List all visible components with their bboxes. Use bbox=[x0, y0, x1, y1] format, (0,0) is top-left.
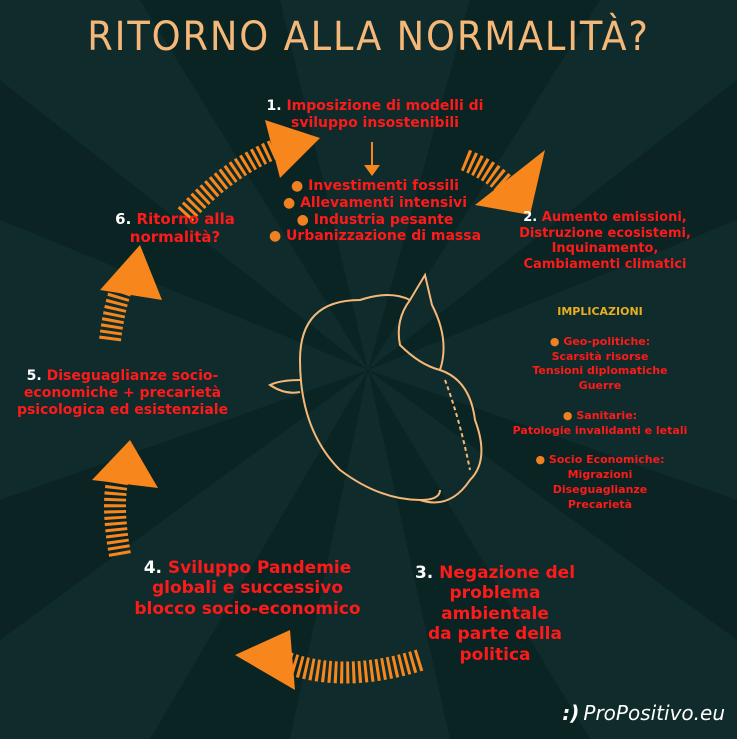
arrow-6-to-1 bbox=[177, 120, 320, 222]
step-1-bullets: ● Investimenti fossili ● Allevamenti int… bbox=[260, 178, 490, 245]
step-4: 4. Sviluppo Pandemie globali e successiv… bbox=[134, 558, 361, 619]
brand-logo: :)ProPositivo.eu bbox=[562, 701, 725, 725]
implications: IMPLICAZIONI ● Geo-politiche: Scarsità r… bbox=[500, 305, 700, 513]
step-1: 1. Imposizione di modelli di sviluppo in… bbox=[266, 98, 484, 131]
step-2: 2. Aumento emissioni, Distruzione ecosis… bbox=[519, 210, 691, 272]
arrow-3-to-4 bbox=[235, 630, 424, 690]
step-5: 5. Diseguaglianze socio- economiche + pr… bbox=[16, 368, 229, 418]
page-title: RITORNO ALLA NORMALITÀ? bbox=[87, 14, 650, 60]
arrow-5-to-6 bbox=[99, 245, 162, 342]
arrow-1-to-2 bbox=[460, 149, 545, 215]
arrow-4-to-5 bbox=[92, 440, 158, 557]
fox-illustration bbox=[268, 272, 483, 504]
arrow-down-icon bbox=[364, 142, 380, 176]
implications-heading: IMPLICAZIONI bbox=[557, 305, 643, 318]
bullet-item: ● Industria pesante bbox=[296, 211, 454, 228]
bullet-item: ● Allevamenti intensivi bbox=[283, 194, 467, 211]
bullet-item: ● Investimenti fossili bbox=[291, 178, 459, 194]
step-6: 6. Ritorno alla normalità? bbox=[115, 210, 235, 246]
cycle-arrows bbox=[92, 120, 545, 690]
smiley-icon: :) bbox=[562, 701, 580, 725]
bullet-item: ● Urbanizzazione di massa bbox=[268, 228, 482, 245]
